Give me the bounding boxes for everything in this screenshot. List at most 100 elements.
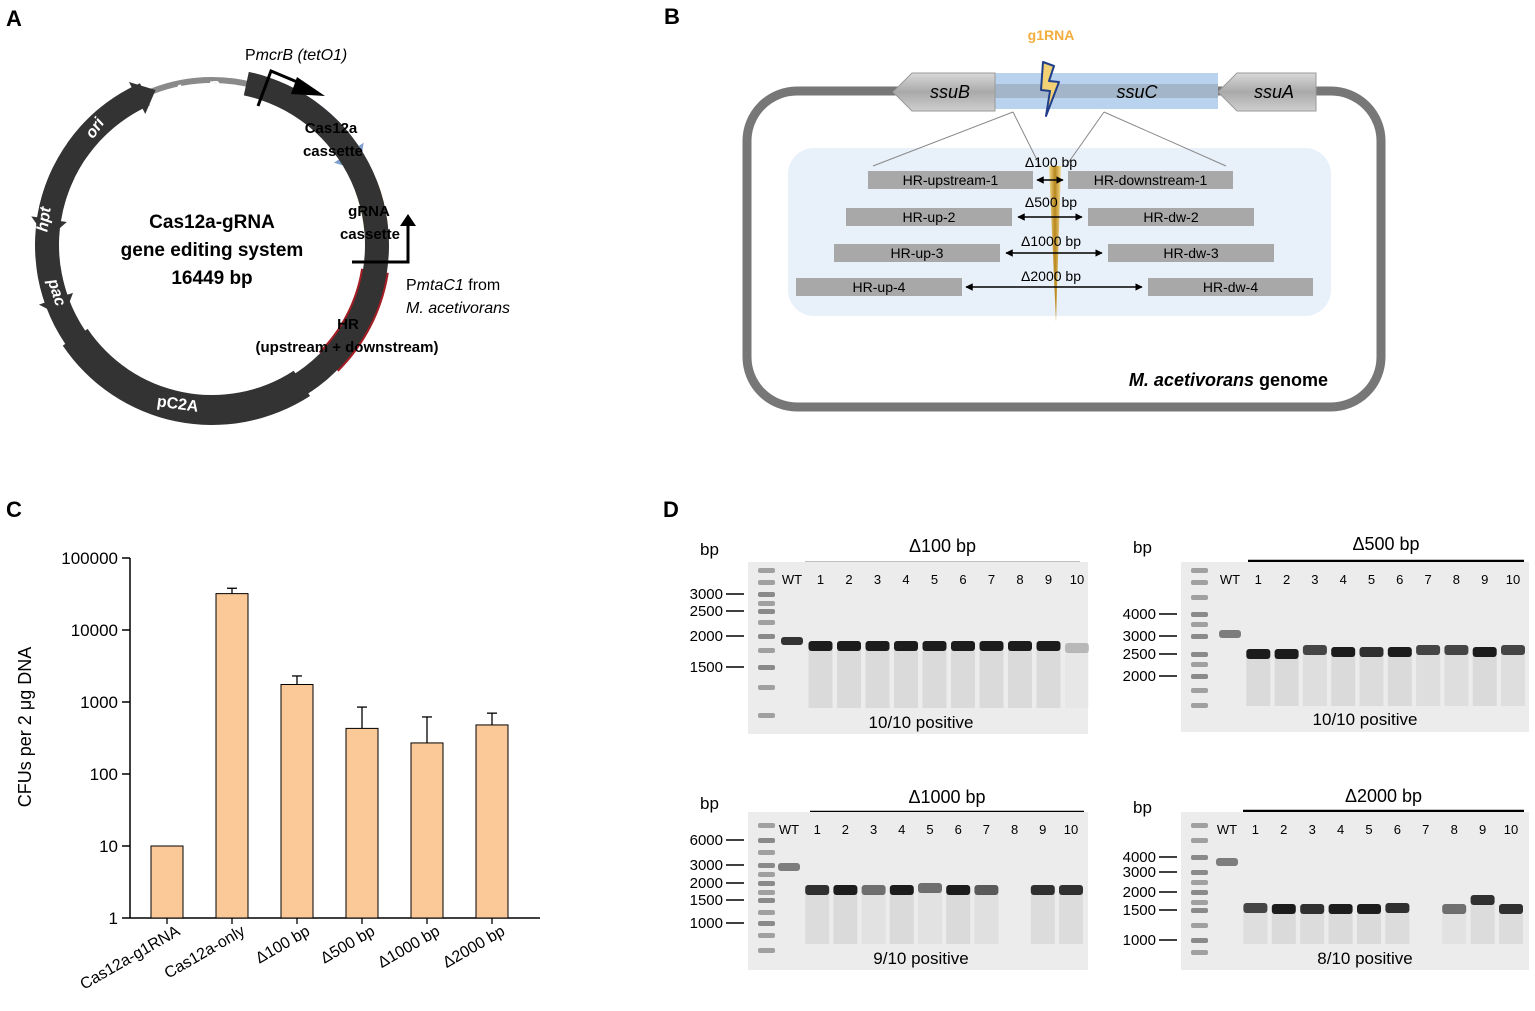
gel-band [1030,885,1055,895]
ladder-size-label: 2000 [690,875,723,892]
pmtac1-species: M. acetivorans [406,300,510,317]
ladder-band [1191,595,1208,600]
grna-label-line1: gRNA [348,203,390,220]
gel-lane-number: 6 [1396,572,1403,587]
deletion-size-label: Δ100 bp [1025,154,1077,170]
genome-caption: M. acetivorans genome [1129,370,1328,390]
gel-band [1470,895,1495,905]
gel-wt-lane-label: WT [782,572,802,587]
ladder-band [758,948,775,953]
grna-label-line2: cassette [340,226,400,243]
ladder-size-label: 1500 [1123,902,1156,919]
gel-smear [1385,912,1410,944]
hr-upstream-bar [834,244,1000,262]
ladder-band [1191,823,1208,828]
ladder-band [758,601,775,606]
pmcrb-promoter-arrow [256,69,303,107]
gel-lane-number: 1 [1255,572,1262,587]
gel-smear [837,650,861,708]
ladder-size-label: 3000 [1123,628,1156,645]
gel-deletion-title: Δ2000 bp [1345,786,1422,806]
gel-positive-caption: 10/10 positive [869,713,974,732]
gel-smear [805,894,830,944]
gel-smear [1274,658,1299,706]
gel-wt-lane-label: WT [1217,822,1237,837]
ladder-band [1191,580,1208,585]
hr-downstream-label: HR-dw-4 [1203,279,1258,295]
ladder-band [758,665,775,670]
ladder-band [1191,855,1208,860]
gel-bp-unit-label: bp [1133,798,1152,817]
gel-band [1387,647,1412,657]
ssuB-gene-arrow [892,72,996,112]
ladder-band [1191,880,1208,885]
panel-label-d: D [663,497,679,522]
gel-positive-caption: 8/10 positive [1317,949,1412,968]
chart-x-tick-label: Δ100 bp [253,923,313,968]
gel-band [1246,649,1271,659]
gel-band [865,641,890,651]
ladder-size-label: 1000 [1123,932,1156,949]
gel-smear [1059,894,1083,944]
gel-smear [918,892,942,944]
plasmid-name-line2: gene editing system [121,240,304,261]
gel-lane-number: 3 [1311,572,1318,587]
ladder-band [1191,634,1208,639]
gel-wt-band [1216,858,1238,866]
gel-lane-number: 7 [988,572,995,587]
ladder-band [758,898,775,903]
gel-smear [1470,904,1495,944]
gel-band [951,641,975,651]
ladder-band [758,580,775,585]
chart-x-tick-label: Δ2000 bp [440,923,508,972]
gel-lane-number: 4 [902,572,909,587]
gel-deletion-title: Δ100 bp [909,536,976,556]
gel-lane-number: 4 [1340,572,1347,587]
ladder-size-label: 1000 [690,915,723,932]
gel-positive-caption: 10/10 positive [1313,710,1418,729]
ladder-band [758,910,775,915]
gel-lane-number: 3 [874,572,881,587]
gel-smear [1499,913,1523,944]
chart-bar [280,684,314,919]
gel-smear [1008,650,1032,708]
pmcrb-label: PmcrB (tetO1) [245,47,347,64]
zoom-line-left-outer [872,111,1014,167]
ladder-band [758,592,775,597]
gel-lane-number: 5 [1368,572,1375,587]
chart-x-tick-label: Δ1000 bp [375,923,443,972]
chart-y-tick-label: 1000 [80,693,118,712]
chart-x-tick-label: Δ500 bp [318,923,378,968]
gel-wt-band [778,863,800,871]
gel-lane-number: 10 [1064,822,1078,837]
gel-wt-lane-label: WT [779,822,799,837]
ladder-band [1191,923,1208,928]
ladder-band [758,648,775,653]
g1rna-label: g1RNA [1028,27,1075,43]
ladder-size-label: 3000 [690,586,723,603]
hr-upstream-bar [796,278,962,296]
gel-lane-number: 9 [1039,822,1046,837]
zoom-line-left-inner [1012,111,1041,167]
deletion-size-label: Δ500 bp [1025,194,1077,210]
gel-band [1501,645,1525,655]
gel-lane-number: 7 [1422,822,1429,837]
gel-smear [1030,894,1055,944]
gel-band [1036,641,1061,651]
hr-upstream-label: HR-upstream-1 [903,172,999,188]
ladder-size-label: 4000 [1123,849,1156,866]
panel-c-cfu-bar-chart: C 110100100010000100000Cas12a-g1RNACas12… [6,497,540,993]
gel-lane-number: 7 [983,822,990,837]
ladder-size-label: 3000 [1123,864,1156,881]
gel-band [918,883,942,893]
ladder-band [1191,703,1208,708]
gel-smear [1065,652,1089,708]
gel-smear [1036,650,1061,708]
chart-y-axis-label: CFUs per 2 μg DNA [15,647,35,807]
gel-lane-number: 6 [1394,822,1401,837]
gel-wt-band [1219,630,1241,638]
gel-smear [1444,654,1469,706]
